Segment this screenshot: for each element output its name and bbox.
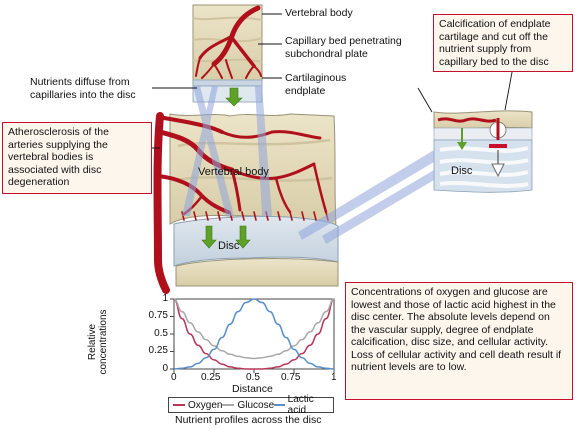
label-disc-main: Disc (218, 240, 240, 252)
chart-x-label: Distance (232, 383, 273, 395)
disc-shape (173, 215, 339, 267)
y-tick-label: 0.25 (148, 345, 168, 356)
label-vertebral-body-top: Vertebral body (285, 7, 353, 19)
nutrient-arrows (201, 87, 251, 249)
x-tick-label: 0.5 (246, 372, 260, 383)
y-tick-label: 0.75 (148, 310, 168, 321)
series-line-glucose (173, 298, 335, 360)
legend-oxygen-label: Oxygen (188, 399, 223, 411)
legend-glucose-label: Glucose (237, 399, 275, 411)
legend-lactic: Lactic acid (274, 394, 329, 416)
y-tick-label: 0 (162, 363, 168, 374)
label-cartilaginous-2: endplate (285, 85, 326, 97)
chart-legend: Oxygen Glucose Lactic acid (168, 394, 334, 416)
chart-y-label: Relative concentrations (87, 309, 109, 375)
callout-atherosclerosis: Atherosclerosis of the arteries supplyin… (2, 122, 152, 194)
y-tick-label: 1 (162, 293, 168, 304)
nutrient-chart (170, 298, 335, 373)
lactic-swatch (274, 404, 285, 406)
legend-glucose: Glucose (222, 400, 274, 411)
top-capillary-bed (195, 5, 262, 79)
label-nutrients-1: Nutrients diffuse from (30, 76, 130, 88)
y-tick-label: 0.5 (154, 328, 168, 339)
callout-calcification: Calcification of endplate cartilage and … (433, 14, 573, 72)
label-disc-inset: Disc (451, 165, 473, 177)
label-nutrients-2: capillaries into the disc (30, 89, 136, 101)
callout-concentrations: Concentrations of oxygen and glucose are… (345, 282, 573, 400)
top-endplate (192, 79, 263, 87)
legend-lactic-label: Lactic acid (287, 394, 314, 416)
label-capillary-bed-2: subchondral plate (285, 48, 368, 60)
series-line-lactic (173, 298, 335, 370)
x-tick-label: 1 (331, 372, 337, 383)
right-inset (433, 110, 533, 193)
glucose-swatch (222, 404, 235, 406)
label-capillary-bed-1: Capillary bed penetrating (285, 35, 402, 47)
chart-caption: Nutrient profiles across the disc (175, 414, 322, 426)
label-cartilaginous-1: Cartilaginous (285, 72, 347, 84)
oxygen-swatch (173, 404, 185, 406)
x-tick-label: 0.25 (201, 372, 221, 383)
x-tick-label: 0.75 (281, 372, 301, 383)
projection-beams (182, 86, 434, 244)
series-line-oxygen (173, 298, 335, 370)
label-vertebral-body-main: Vertebral body (198, 166, 269, 178)
x-tick-label: 0 (171, 372, 177, 383)
legend-oxygen: Oxygen (173, 400, 222, 411)
